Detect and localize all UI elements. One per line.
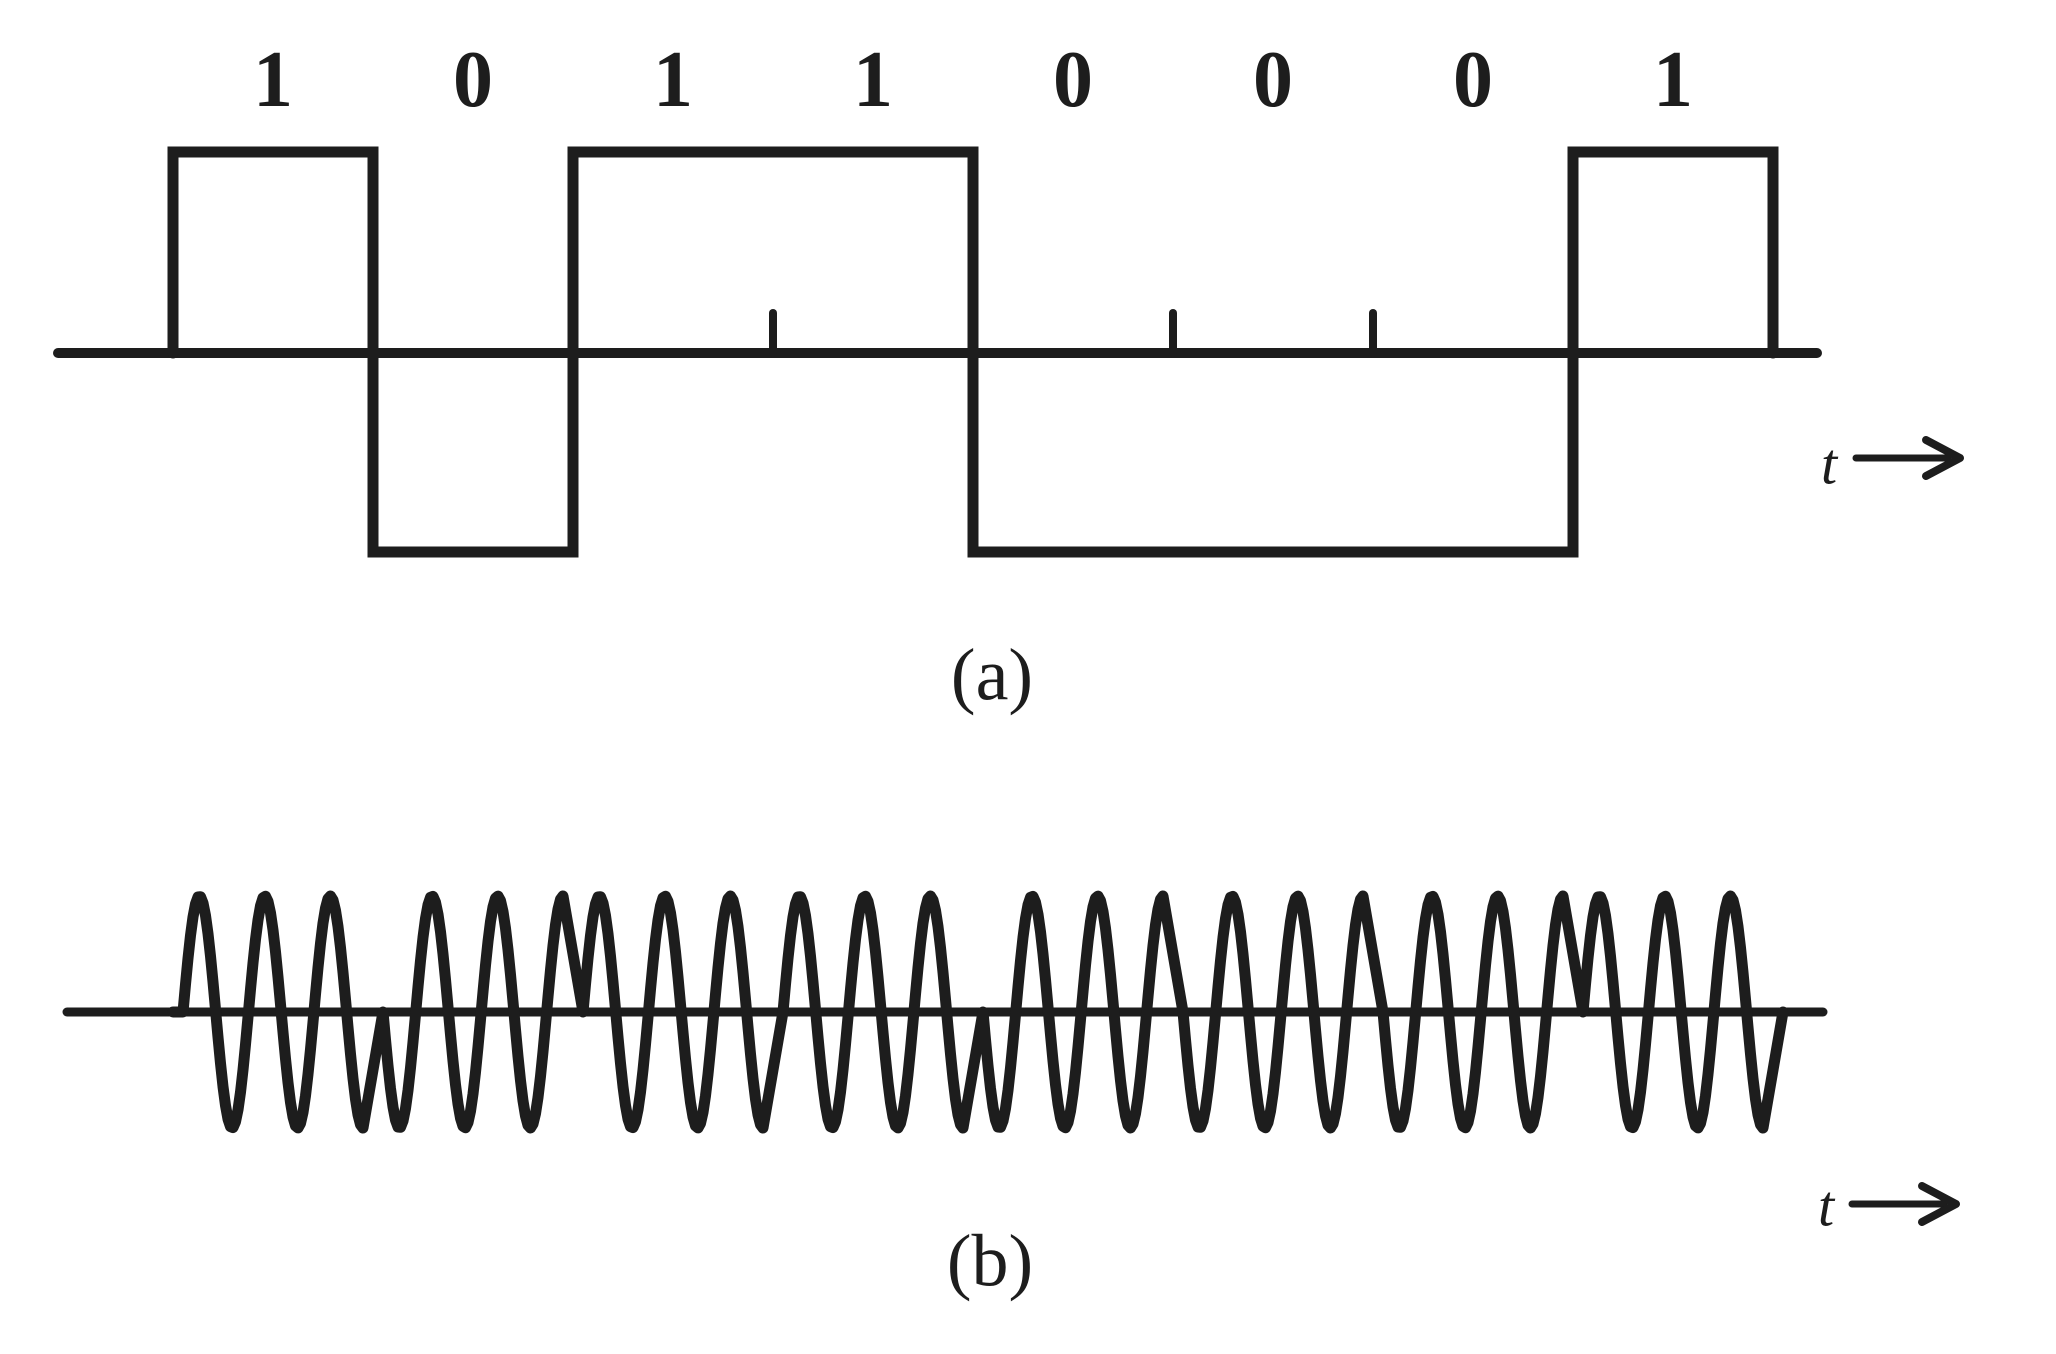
caption-a: (a)	[950, 634, 1034, 717]
time-arrow-a-icon	[1922, 436, 1964, 480]
bit-label: 1	[853, 36, 893, 124]
bit-label: 1	[253, 36, 293, 124]
bit-label: 1	[1653, 36, 1693, 124]
bit-label: 0	[1053, 36, 1093, 124]
bit-label: 0	[1253, 36, 1293, 124]
time-label-b: t	[1817, 1173, 1835, 1239]
bit-label: 0	[453, 36, 493, 124]
time-label-a: t	[1820, 431, 1838, 497]
time-arrow-b-icon	[1918, 1182, 1960, 1226]
caption-b: (b)	[946, 1220, 1034, 1303]
bit-label: 0	[1453, 36, 1493, 124]
bit-label: 1	[653, 36, 693, 124]
nrz-data-waveform	[167, 146, 1779, 558]
psk-carrier-waveform	[167, 890, 1789, 1134]
